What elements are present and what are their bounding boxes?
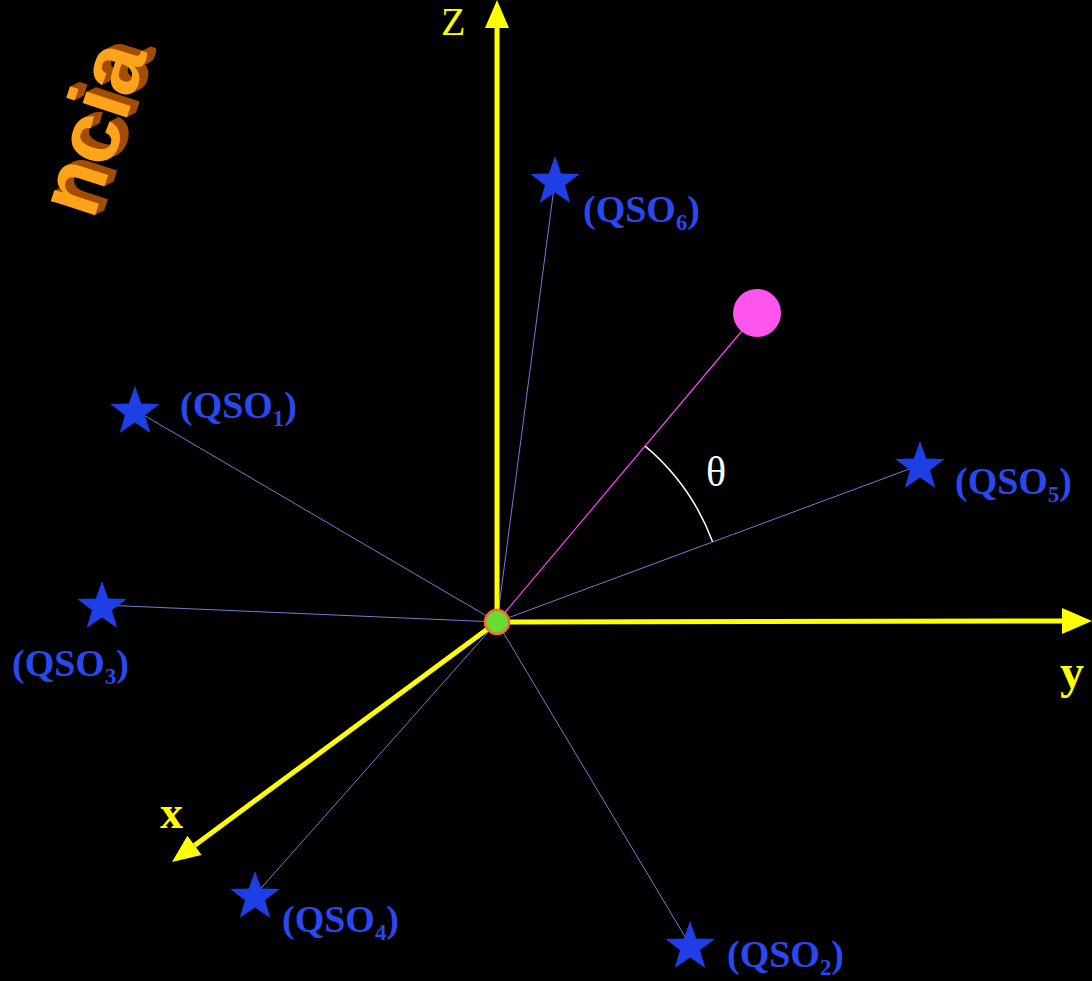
quasar-label: (QSO₆) <box>583 190 700 228</box>
sight-lines <box>102 180 920 945</box>
origin-dot <box>485 610 509 634</box>
axis-label: y <box>1060 648 1084 696</box>
quasar-star <box>110 386 159 433</box>
quasar-label: (QSO₅) <box>955 462 1072 500</box>
axis-label: x <box>160 790 183 836</box>
sight-line <box>102 605 497 622</box>
axis-label: Z <box>441 2 465 42</box>
quasar-star <box>230 871 279 918</box>
target-line <box>497 313 757 622</box>
sight-line <box>255 622 497 895</box>
quasar-star <box>895 441 944 488</box>
sight-line <box>497 180 555 622</box>
quasar-star <box>77 581 126 628</box>
axes <box>172 0 1092 862</box>
sight-line <box>497 622 690 945</box>
arrowhead <box>485 0 509 28</box>
x-axis <box>195 622 498 845</box>
quasar-label: (QSO₃) <box>12 644 129 682</box>
quasar-stars <box>77 156 944 968</box>
sight-line <box>135 410 497 622</box>
z-axis <box>495 26 500 622</box>
word-art: ncia <box>23 31 161 226</box>
arrowhead <box>172 836 202 862</box>
angle-label: θ <box>706 451 726 493</box>
quasar-star <box>530 156 579 203</box>
target-dot <box>733 289 781 337</box>
angle-arc <box>645 446 712 542</box>
y-axis <box>497 621 1064 622</box>
quasar-label: (QSO₄) <box>282 900 399 938</box>
quasar-label: (QSO₁) <box>180 386 297 424</box>
quasar-label: (QSO₂) <box>727 935 844 973</box>
quasar-star <box>665 921 714 968</box>
arrowhead <box>1062 608 1092 634</box>
